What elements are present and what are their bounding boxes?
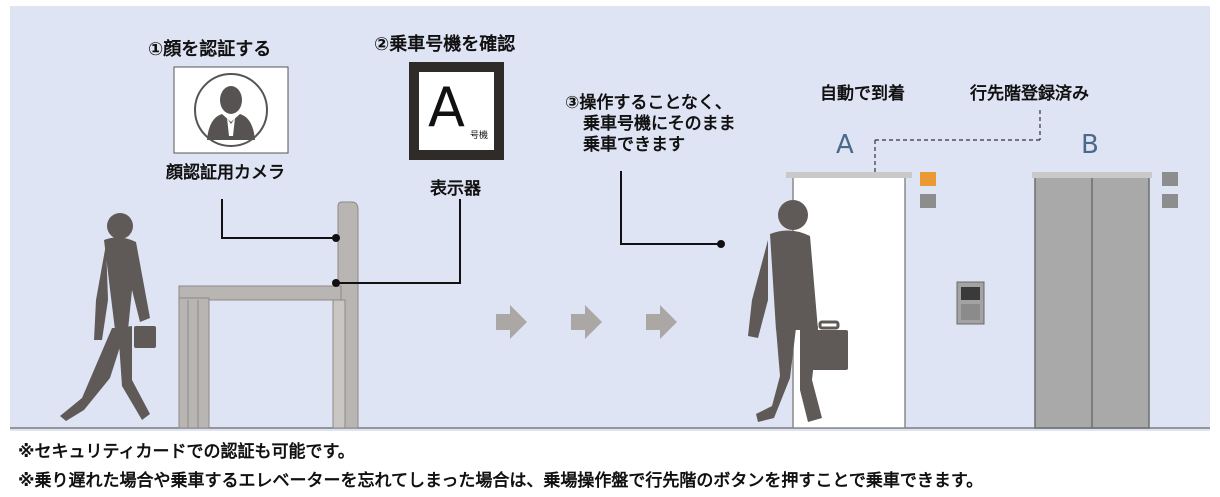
step1-label: ①顔を認証する bbox=[148, 39, 272, 60]
dashed-connector bbox=[874, 110, 1041, 180]
step3-line-2: 乗車号機にそのまま bbox=[583, 114, 736, 134]
call-panel bbox=[956, 281, 985, 325]
elevator-b-door bbox=[1032, 172, 1152, 429]
display-callout-dot bbox=[332, 279, 340, 287]
camera-callout-dot bbox=[332, 234, 340, 242]
display-panel-letter: A bbox=[428, 76, 465, 139]
destination-registered-label: 行先階登録済み bbox=[970, 84, 1089, 104]
footnote-missed-elevator: ※乗り遅れた場合や乗車するエレベーターを忘れてしまった場合は、乗場操作盤で行先階… bbox=[18, 471, 984, 491]
indicator-b-upper bbox=[1162, 172, 1178, 186]
step3-label: ③操作することなく、 乗車号機にそのまま 乗車できます bbox=[565, 93, 736, 156]
step2-label: ②乗車号機を確認 bbox=[374, 34, 516, 55]
display-caption: 表示器 bbox=[430, 179, 481, 199]
elevator-b-label: B bbox=[1081, 130, 1099, 160]
right-arrow-icon bbox=[571, 305, 602, 339]
step3-line-1: ③操作することなく、 bbox=[565, 93, 732, 113]
step3-callout-dot bbox=[717, 240, 725, 248]
step3-line-3: 乗車できます bbox=[583, 135, 685, 155]
face-avatar-icon bbox=[207, 86, 255, 140]
indicator-a-active bbox=[920, 172, 936, 186]
camera-caption: 顔認証用カメラ bbox=[166, 163, 285, 183]
indicator-a-inactive bbox=[920, 194, 936, 208]
entering-person-silhouette bbox=[748, 200, 848, 422]
security-gate bbox=[178, 201, 359, 429]
auto-arrival-label: 自動で到着 bbox=[820, 84, 905, 104]
elevator-a-label: A bbox=[836, 130, 854, 160]
indicator-b-lower bbox=[1162, 194, 1178, 208]
display-panel-unit: 号機 bbox=[470, 131, 489, 141]
walking-person-silhouette bbox=[60, 213, 156, 421]
footnote-security-card: ※セキュリティカードでの認証も可能です。 bbox=[18, 442, 355, 462]
display-device bbox=[409, 62, 504, 160]
right-arrow-icon bbox=[496, 305, 527, 339]
callout-lines bbox=[221, 171, 721, 284]
face-camera bbox=[173, 66, 289, 154]
right-arrow-icon bbox=[646, 305, 677, 339]
